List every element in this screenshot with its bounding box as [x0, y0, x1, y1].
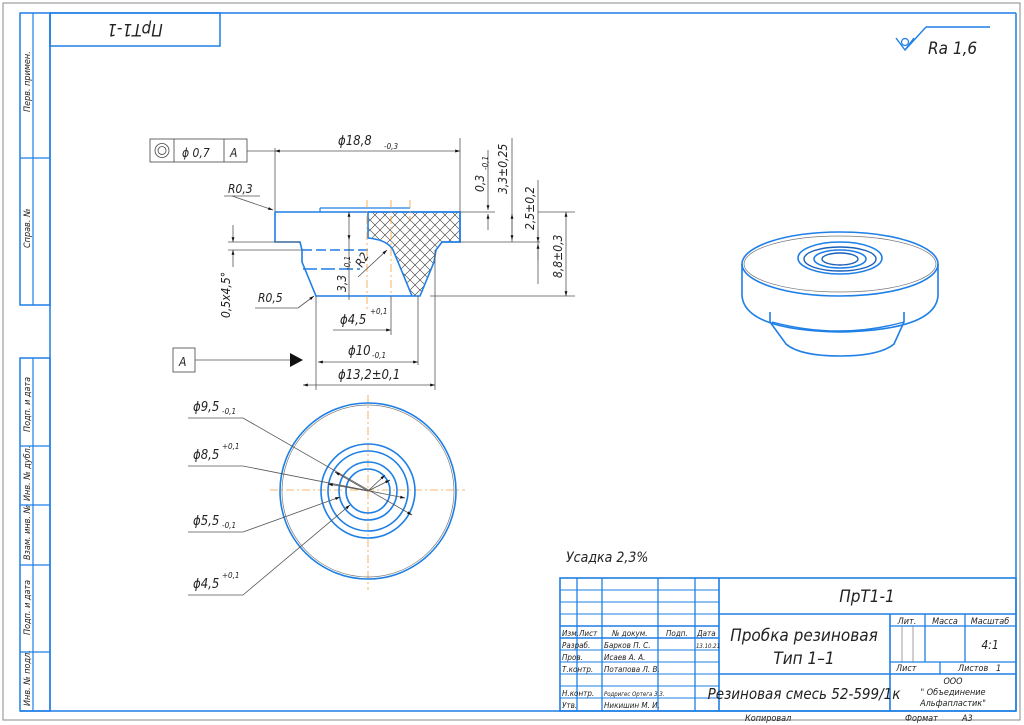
tolerance-value: ϕ 0,7: [182, 146, 210, 160]
role-1-name: Исаев А. А.: [604, 653, 645, 662]
side-label-inv-dubl: Инв. № дубл.: [23, 446, 33, 501]
dim-r-top: R0,3: [228, 182, 253, 196]
top-view: ϕ9,5 -0,1 ϕ8,5 +0,1 ϕ5,5 -0,1 ϕ4,5 +0,1: [188, 395, 465, 596]
datum-a: A: [172, 347, 303, 373]
hdr-sign: Подп.: [666, 629, 688, 638]
dim-d-hole: ϕ4,5: [340, 313, 366, 328]
side-stamp: Перв. примен. Справ. № Подп. и дата Инв.…: [19, 12, 51, 712]
roughness-icon: [900, 37, 910, 47]
dim-r-bottom: R0,5: [258, 291, 283, 305]
roughness-symbol: Ra 1,6: [895, 26, 990, 59]
title-name-line2: Тип 1–1: [773, 649, 834, 669]
dim-d-top-tol: -0,3: [384, 142, 398, 151]
top-dim-1-tol: -0,1: [222, 407, 236, 416]
top-dim-2-tol: +0,1: [222, 442, 239, 451]
hdr-list: Лист: [578, 629, 598, 638]
mass-label: Масса: [932, 617, 958, 627]
hdr-doc: № докум.: [611, 629, 647, 638]
hdr-date: Дата: [696, 629, 716, 638]
title-block: ПрТ1-1 Пробка резиновая Тип 1–1 Резинова…: [559, 577, 1017, 724]
title-material: Резиновая смесь 52-599/1к: [708, 685, 902, 703]
role-0-name: Барков П. С.: [604, 641, 651, 650]
dim-h33: 3,3±0,25: [496, 144, 510, 194]
dim-h03-tol: -0,1: [481, 156, 490, 170]
top-dim-3: ϕ5,5: [193, 514, 219, 529]
dim-d-hole-tol: +0,1: [370, 307, 387, 316]
sheets-label: Листов: [957, 664, 988, 674]
org-line3: Альфапластик": [919, 699, 986, 709]
rotated-code-box: ПрТ1-1: [49, 12, 221, 47]
tolerance-frame: ϕ 0,7 A: [149, 138, 275, 163]
scale-label: Масштаб: [971, 617, 1009, 627]
shrinkage-note: Усадка 2,3%: [566, 550, 648, 566]
copied-label: Копировал: [745, 714, 791, 724]
format-value: А3: [961, 714, 973, 724]
side-label-sprav: Справ. №: [23, 208, 33, 248]
dim-chamfer: 0,5x4,5°: [219, 272, 233, 318]
dim-d13: ϕ13,2±0,1: [338, 368, 400, 383]
role-5: Утв.: [562, 701, 577, 710]
org-line1: ООО: [943, 677, 963, 687]
dim-r2: R2: [352, 250, 371, 270]
isometric-view: [741, 231, 939, 357]
role-1: Пров.: [562, 653, 583, 662]
dim-d-top: ϕ18,8: [338, 134, 372, 149]
role-2-name: Потапова Л. В.: [604, 665, 660, 674]
roughness-value: Ra 1,6: [928, 39, 977, 59]
concentricity-icon: [154, 143, 170, 158]
top-dim-4-tol: +0,1: [222, 571, 239, 580]
sheets-value: 1: [996, 664, 1001, 674]
org-line2: " Объединение: [920, 688, 985, 698]
top-dim-1: ϕ9,5: [193, 400, 219, 415]
tolerance-datum: A: [229, 146, 237, 160]
top-dim-2: ϕ8,5: [193, 448, 219, 463]
dim-h25: 2,5±0,2: [523, 186, 537, 230]
side-label-perv: Перв. примен.: [23, 51, 33, 112]
side-label-podp2: Подп. и дата: [23, 580, 33, 635]
role-0-date: 13.10.21: [696, 643, 720, 650]
dim-h88: 8,8±0,3: [551, 234, 565, 278]
role-4-name: Родригес Ортега З.З.: [604, 691, 664, 698]
top-dim-4: ϕ4,5: [193, 577, 219, 592]
datum-a-label: A: [178, 355, 186, 369]
format-label: Формат: [905, 714, 938, 724]
rotated-code: ПрТ1-1: [107, 19, 163, 39]
title-designation: ПрТ1-1: [839, 587, 895, 607]
dim-d10-tol: -0,1: [372, 351, 386, 360]
side-label-podp1: Подп. и дата: [23, 377, 33, 432]
lit-label: Лит.: [897, 617, 917, 627]
top-dim-3-tol: -0,1: [222, 521, 236, 530]
dim-h-inner-tol: -0,1: [343, 256, 352, 270]
hdr-izm: Изм.: [562, 629, 579, 638]
side-label-vzam: Взам. инв. №: [23, 504, 33, 560]
dim-h03: 0,3: [473, 175, 487, 192]
dim-d10: ϕ10: [348, 344, 371, 359]
role-2: Т.контр.: [562, 665, 593, 674]
role-0: Разраб.: [562, 641, 590, 650]
section-view: ϕ 0,7 A A ϕ18,8 -0,3 R0,3: [149, 134, 575, 390]
scale-value: 4:1: [981, 638, 998, 652]
sheet-label: Лист: [895, 664, 917, 674]
dim-h-inner: 3,3: [335, 275, 349, 292]
title-name-line1: Пробка резиновая: [730, 626, 878, 646]
role-5-name: Никишин М. И.: [604, 701, 660, 710]
role-4: Н.контр.: [562, 689, 594, 698]
side-label-inv-podl: Инв. № подл.: [23, 650, 33, 706]
